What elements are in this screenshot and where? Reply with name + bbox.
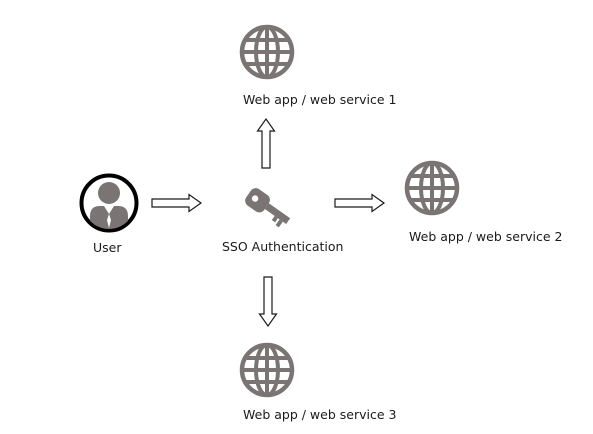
arrow-sso-to-service-2 [334,193,386,213]
arrow-sso-to-service-1 [256,117,276,169]
globe-icon-service-3 [237,340,297,400]
arrow-sso-to-service-3 [258,276,278,328]
user-label: User [93,240,122,255]
sso-label: SSO Authentication [222,239,344,254]
service-1-label: Web app / web service 1 [243,92,397,107]
service-2-label: Web app / web service 2 [409,229,563,244]
key-icon [245,188,291,228]
globe-icon-service-1 [237,22,297,82]
arrow-user-to-sso [151,193,203,213]
user-avatar-icon [79,173,139,233]
service-3-label: Web app / web service 3 [243,407,397,422]
globe-icon-service-2 [402,158,462,218]
